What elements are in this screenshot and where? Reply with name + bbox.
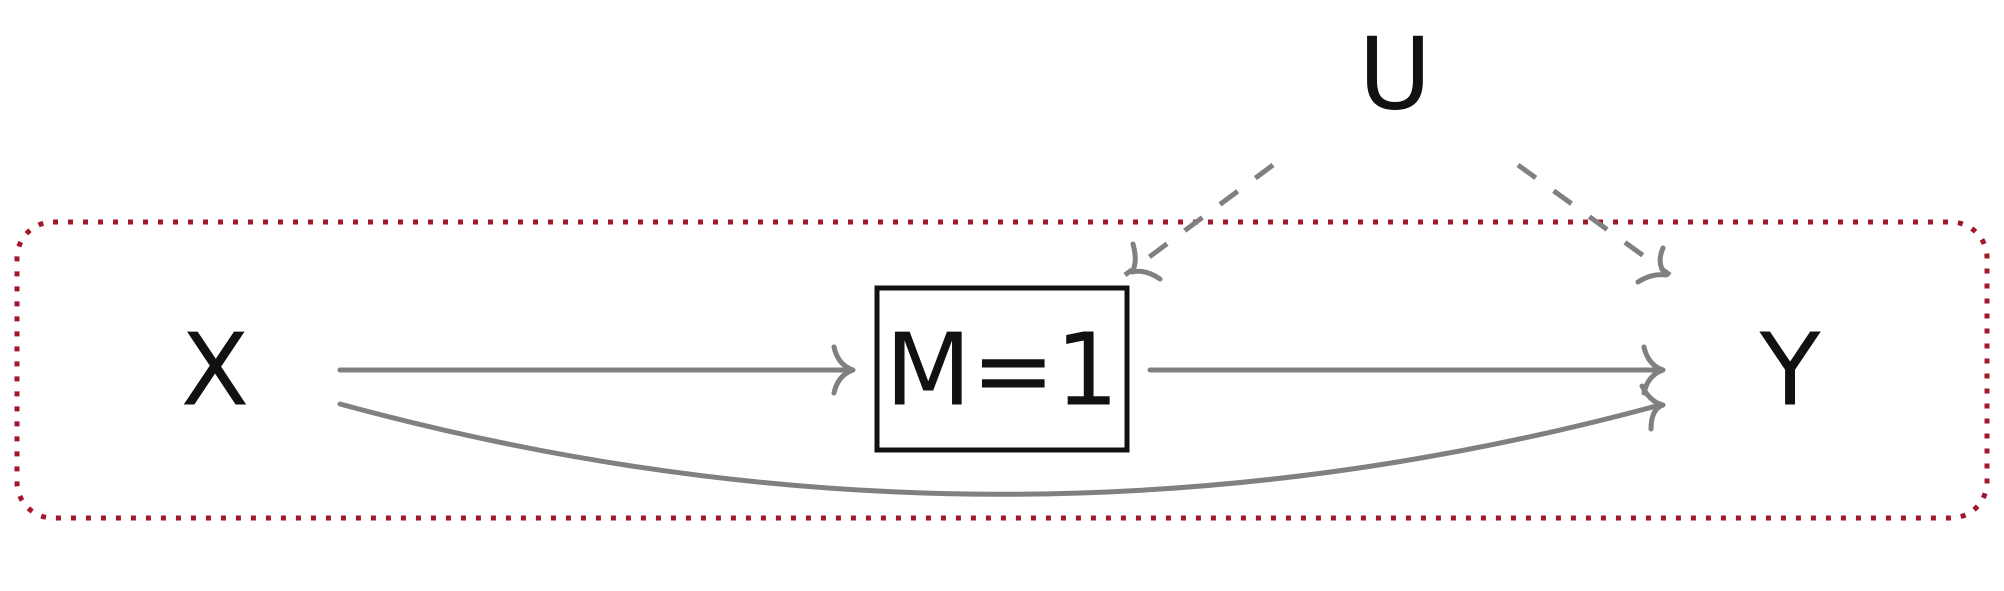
arrowhead-x-to-y-curved	[1639, 383, 1666, 432]
node-m-label: M=1	[885, 312, 1119, 429]
arrowhead-u-to-m	[1129, 241, 1163, 282]
arrowhead-m-to-y	[1641, 344, 1666, 396]
node-y-label: Y	[1758, 312, 1821, 429]
edge-u-to-m-dashed	[1123, 162, 1275, 278]
selection-frame	[14, 219, 1990, 521]
node-u-label: U	[1358, 16, 1431, 133]
edge-u-to-y-dashed	[1516, 162, 1672, 278]
edge-x-to-y-curved	[337, 401, 1663, 497]
edges	[337, 162, 1672, 497]
arrowhead-x-to-m	[831, 344, 856, 396]
node-x-label: X	[181, 312, 250, 429]
conditioned-node-box	[874, 285, 1130, 453]
arrowhead-u-to-y	[1635, 245, 1669, 285]
